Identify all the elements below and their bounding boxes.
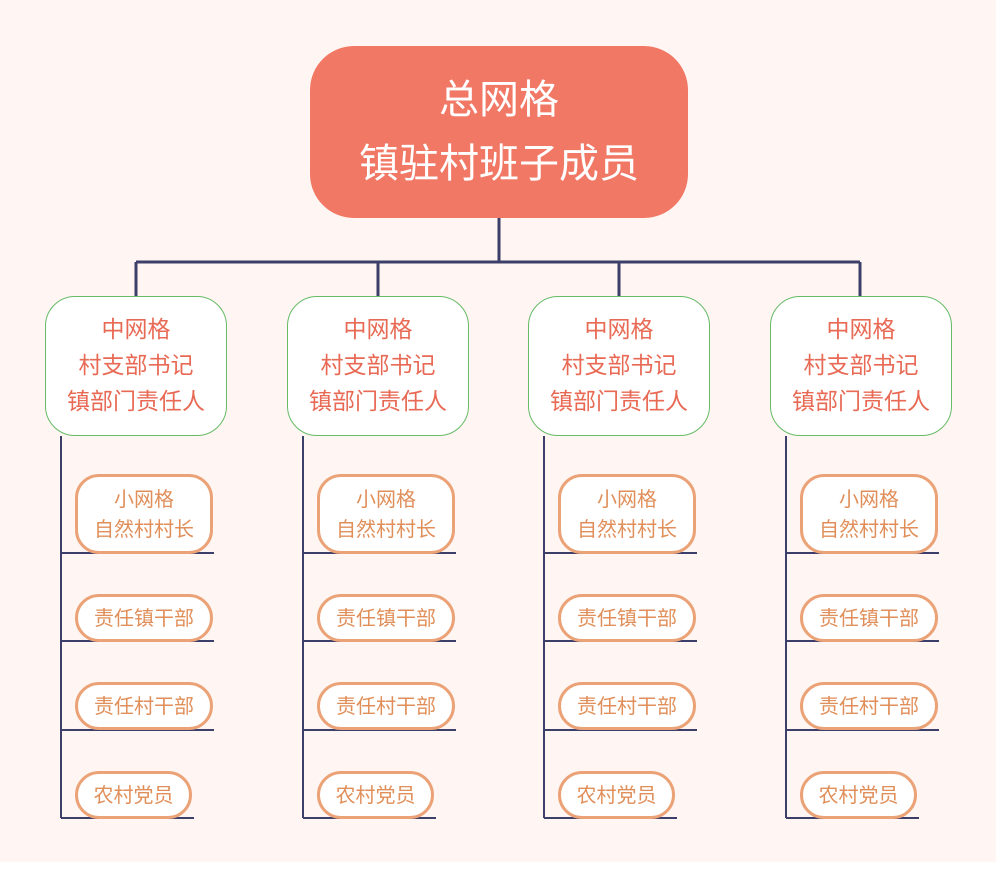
mid-node-title: 中网格 bbox=[101, 317, 171, 343]
leaf-node-label: 责任镇干部 bbox=[819, 606, 919, 630]
leaf-node: 农村党员 bbox=[75, 771, 192, 819]
leaf-node-role: 自然村村长 bbox=[577, 517, 677, 541]
mid-node-title: 中网格 bbox=[826, 317, 896, 343]
leaf-node-role: 自然村村长 bbox=[819, 517, 919, 541]
mid-node-role: 镇部门责任人 bbox=[550, 389, 688, 415]
leaf-node: 责任镇干部 bbox=[558, 594, 696, 642]
leaf-node-label: 农村党员 bbox=[576, 783, 657, 807]
leaf-node-label: 农村党员 bbox=[93, 783, 174, 807]
leaf-node: 责任村干部 bbox=[558, 682, 696, 730]
leaf-node: 农村党员 bbox=[317, 771, 434, 819]
leaf-node-label: 责任村干部 bbox=[94, 694, 194, 718]
leaf-node-label: 责任村干部 bbox=[577, 694, 677, 718]
leaf-node: 农村党员 bbox=[558, 771, 675, 819]
leaf-node-title: 小网格 bbox=[356, 487, 416, 511]
leaf-node: 农村党员 bbox=[800, 771, 917, 819]
leaf-node-small-grid: 小网格 自然村村长 bbox=[800, 474, 938, 554]
leaf-node: 责任镇干部 bbox=[317, 594, 455, 642]
leaf-node-label: 农村党员 bbox=[335, 783, 416, 807]
leaf-node: 责任村干部 bbox=[800, 682, 938, 730]
leaf-node-label: 责任镇干部 bbox=[336, 606, 436, 630]
leaf-node-title: 小网格 bbox=[597, 487, 657, 511]
mid-node-title: 中网格 bbox=[343, 317, 413, 343]
mid-node-role: 镇部门责任人 bbox=[792, 389, 930, 415]
leaf-node-label: 农村党员 bbox=[818, 783, 899, 807]
mid-node-3: 中网格 村支部书记 镇部门责任人 bbox=[528, 296, 710, 436]
mid-node-1: 中网格 村支部书记 镇部门责任人 bbox=[45, 296, 227, 436]
mid-node-2: 中网格 村支部书记 镇部门责任人 bbox=[287, 296, 469, 436]
leaf-node-title: 小网格 bbox=[839, 487, 899, 511]
leaf-node-small-grid: 小网格 自然村村长 bbox=[75, 474, 213, 554]
root-node: 总网格 镇驻村班子成员 bbox=[310, 46, 688, 218]
mid-node-title: 中网格 bbox=[584, 317, 654, 343]
leaf-node-label: 责任镇干部 bbox=[94, 606, 194, 630]
mid-node-role: 村支部书记 bbox=[561, 353, 677, 379]
leaf-node-small-grid: 小网格 自然村村长 bbox=[558, 474, 696, 554]
mid-node-role: 村支部书记 bbox=[78, 353, 194, 379]
leaf-node-role: 自然村村长 bbox=[94, 517, 194, 541]
leaf-node: 责任镇干部 bbox=[75, 594, 213, 642]
leaf-node: 责任镇干部 bbox=[800, 594, 938, 642]
mid-node-role: 村支部书记 bbox=[320, 353, 436, 379]
root-connector bbox=[134, 218, 862, 296]
leaf-node: 责任村干部 bbox=[317, 682, 455, 730]
root-node-subtitle: 镇驻村班子成员 bbox=[359, 141, 639, 187]
leaf-node-label: 责任镇干部 bbox=[577, 606, 677, 630]
mid-node-role: 镇部门责任人 bbox=[67, 389, 205, 415]
mid-node-role: 村支部书记 bbox=[803, 353, 919, 379]
leaf-node-role: 自然村村长 bbox=[336, 517, 436, 541]
root-node-title: 总网格 bbox=[439, 77, 559, 123]
leaf-node-small-grid: 小网格 自然村村长 bbox=[317, 474, 455, 554]
mid-node-4: 中网格 村支部书记 镇部门责任人 bbox=[770, 296, 952, 436]
mid-node-role: 镇部门责任人 bbox=[309, 389, 447, 415]
leaf-node-title: 小网格 bbox=[114, 487, 174, 511]
leaf-node: 责任村干部 bbox=[75, 682, 213, 730]
leaf-node-label: 责任村干部 bbox=[336, 694, 436, 718]
leaf-node-label: 责任村干部 bbox=[819, 694, 919, 718]
